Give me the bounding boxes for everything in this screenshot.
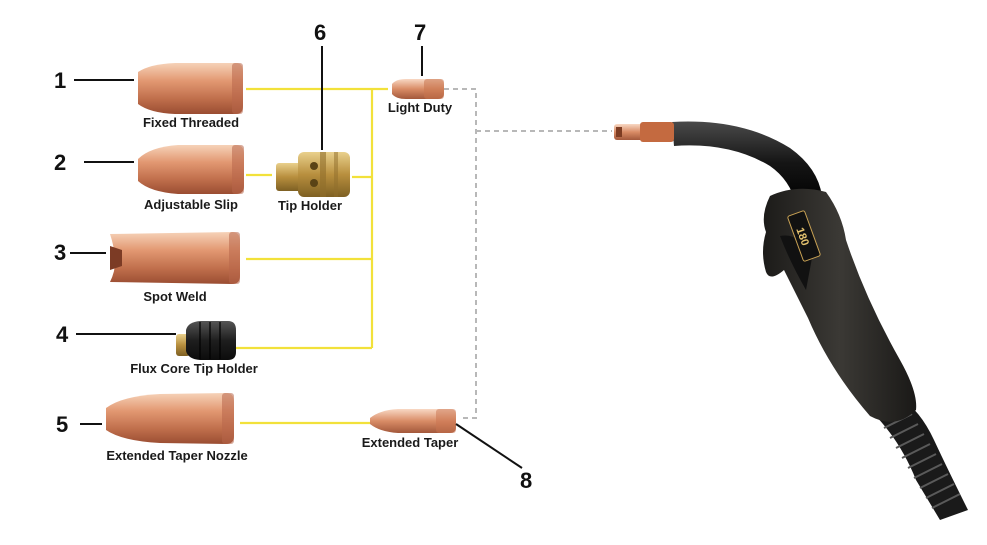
part-spot-weld-nozzle <box>110 232 240 284</box>
gun-neck <box>672 121 822 204</box>
caption-spot-weld: Spot Weld <box>143 289 206 304</box>
caption-extended-taper: Extended Taper <box>362 435 459 450</box>
leader-lines <box>70 46 523 469</box>
caption-extended-taper-nozzle: Extended Taper Nozzle <box>106 448 247 463</box>
part-numbers: 1 2 3 4 5 6 7 8 <box>54 20 532 493</box>
hose-spring <box>872 398 968 520</box>
gun-handle <box>763 188 917 422</box>
caption-tip-holder: Tip Holder <box>278 198 342 213</box>
caption-light-duty: Light Duty <box>388 100 453 115</box>
part-number-2: 2 <box>54 150 66 175</box>
part-tip-holder <box>276 152 350 197</box>
gun-contact-tip <box>614 124 648 140</box>
part-number-8: 8 <box>520 468 532 493</box>
part-number-6: 6 <box>314 20 326 45</box>
part-flux-core-tip-holder <box>176 321 236 360</box>
part-light-duty-contact-tip <box>392 79 444 99</box>
part-number-7: 7 <box>414 20 426 45</box>
part-extended-taper-nozzle <box>106 393 234 444</box>
part-adjustable-slip-nozzle <box>138 145 244 194</box>
connector-lines <box>236 87 388 425</box>
part-fixed-threaded-nozzle <box>138 63 243 114</box>
caption-adjustable-slip: Adjustable Slip <box>144 197 238 212</box>
part-captions: Fixed Threaded Adjustable Slip Spot Weld… <box>106 100 458 463</box>
caption-fixed-threaded: Fixed Threaded <box>143 115 239 130</box>
mig-welding-gun: 180 <box>614 121 968 520</box>
gun-handle-marking: 180 <box>793 226 811 247</box>
dashed-lines <box>444 88 612 419</box>
part-number-1: 1 <box>54 68 66 93</box>
part-number-3: 3 <box>54 240 66 265</box>
part-extended-taper-contact-tip <box>370 409 456 433</box>
part-number-5: 5 <box>56 412 68 437</box>
gun-handle-label: 180 <box>787 210 821 262</box>
caption-flux-core-tip-holder: Flux Core Tip Holder <box>130 361 258 376</box>
dash-from-light-duty <box>444 88 477 419</box>
part-number-4: 4 <box>56 322 69 347</box>
